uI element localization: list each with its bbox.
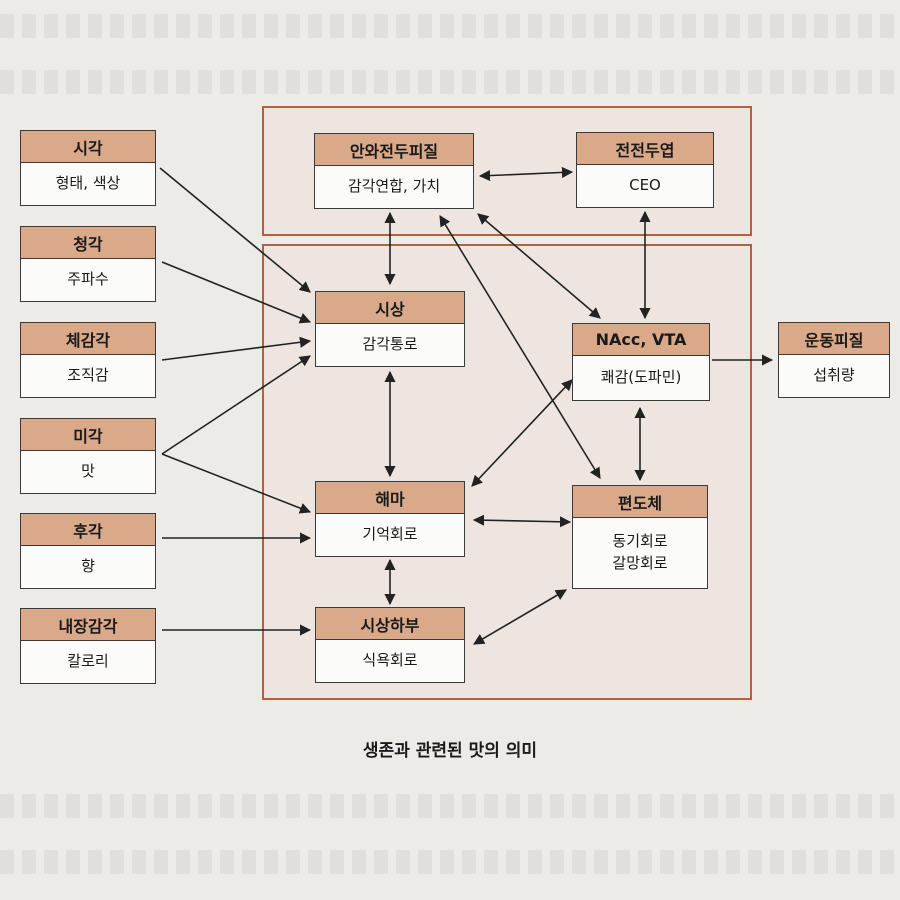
node-amygdala: 편도체 동기회로 갈망회로 — [572, 485, 708, 589]
node-insula-subtitle: 감각연합, 가치 — [347, 177, 441, 196]
node-prefrontal-title: 전전두엽 — [577, 133, 713, 165]
node-amygdala-title: 편도체 — [573, 486, 707, 518]
node-motor-title: 운동피질 — [779, 323, 889, 355]
node-sight-title: 시각 — [21, 131, 155, 163]
node-visceral: 내장감각 칼로리 — [20, 608, 156, 684]
node-smell: 후각 향 — [20, 513, 156, 589]
node-somatosensory-title: 체감각 — [21, 323, 155, 355]
background-text-line — [0, 850, 900, 874]
node-insula-title: 안와전두피질 — [315, 134, 473, 166]
arrow-insula-nacc — [477, 213, 601, 319]
node-sight: 시각 형태, 색상 — [20, 130, 156, 206]
node-taste: 미각 맛 — [20, 418, 156, 494]
node-hypothalamus: 시상하부 식욕회로 — [315, 607, 465, 683]
node-nacc-title: NAcc, VTA — [573, 324, 709, 356]
node-hypothalamus-title: 시상하부 — [316, 608, 464, 640]
node-thalamus-title: 시상 — [316, 292, 464, 324]
arrow-hippocampus-amygdala — [472, 514, 572, 528]
node-thalamus: 시상 감각통로 — [315, 291, 465, 367]
node-hearing-title: 청각 — [21, 227, 155, 259]
arrow-nacc-hippocampus — [471, 379, 573, 487]
node-hippocampus: 해마 기억회로 — [315, 481, 465, 557]
node-hypothalamus-subtitle: 식욕회로 — [362, 651, 418, 670]
node-amygdala-subtitle: 동기회로 갈망회로 — [612, 532, 668, 572]
node-sight-subtitle: 형태, 색상 — [55, 174, 121, 193]
arrow-hypothalamus-amygdala — [473, 589, 567, 645]
node-smell-title: 후각 — [21, 514, 155, 546]
node-prefrontal-subtitle: CEO — [629, 176, 661, 195]
background-text-line — [0, 794, 900, 818]
node-motor-subtitle: 섭취량 — [813, 366, 855, 385]
node-motor: 운동피질 섭취량 — [778, 322, 890, 398]
node-hearing: 청각 주파수 — [20, 226, 156, 302]
arrow-somato-thalamus — [161, 336, 312, 361]
node-somatosensory: 체감각 조직감 — [20, 322, 156, 398]
node-smell-subtitle: 향 — [81, 557, 95, 576]
node-prefrontal: 전전두엽 CEO — [576, 132, 714, 208]
node-somatosensory-subtitle: 조직감 — [67, 366, 109, 385]
node-hearing-subtitle: 주파수 — [67, 270, 109, 289]
arrow-sight-thalamus — [159, 167, 311, 293]
node-thalamus-subtitle: 감각통로 — [362, 335, 418, 354]
node-visceral-subtitle: 칼로리 — [67, 652, 109, 671]
arrow-taste-thalamus — [161, 355, 311, 455]
node-nacc-subtitle: 쾌감(도파민) — [600, 368, 682, 387]
arrow-insula-prefrontal — [478, 166, 574, 182]
node-hippocampus-subtitle: 기억회로 — [362, 525, 418, 544]
node-taste-title: 미각 — [21, 419, 155, 451]
node-visceral-title: 내장감각 — [21, 609, 155, 641]
background-text-line — [0, 14, 900, 38]
arrow-insula-amygdala — [439, 215, 601, 479]
arrow-hearing-thalamus — [161, 261, 312, 324]
figure-caption: 생존과 관련된 맛의 의미 — [362, 741, 538, 761]
node-hippocampus-title: 해마 — [316, 482, 464, 514]
node-insula: 안와전두피질 감각연합, 가치 — [314, 133, 474, 209]
node-taste-subtitle: 맛 — [81, 462, 95, 481]
background-text-line — [0, 70, 900, 94]
arrow-taste-hippocampus — [161, 453, 312, 514]
node-nacc: NAcc, VTA 쾌감(도파민) — [572, 323, 710, 401]
